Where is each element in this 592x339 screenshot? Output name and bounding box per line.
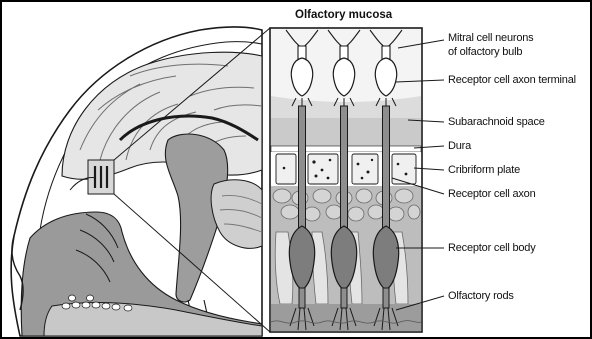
- label-cribriform: Cribriform plate: [448, 164, 520, 176]
- label-dura: Dura: [448, 140, 471, 152]
- diagram-title: Olfactory mucosa: [295, 9, 392, 21]
- label-receptor-axon: Receptor cell axon: [448, 188, 536, 200]
- label-mitral-line1: Mitral cell neurons: [448, 32, 533, 44]
- label-subarachnoid: Subarachnoid space: [448, 116, 545, 128]
- label-mitral-line2: of olfactory bulb: [448, 46, 522, 58]
- label-receptor-body: Receptor cell body: [448, 242, 536, 254]
- label-axon-terminal: Receptor cell axon terminal: [448, 74, 576, 86]
- receptor-neurons: [286, 30, 402, 330]
- label-olfactory-rods: Olfactory rods: [448, 290, 514, 302]
